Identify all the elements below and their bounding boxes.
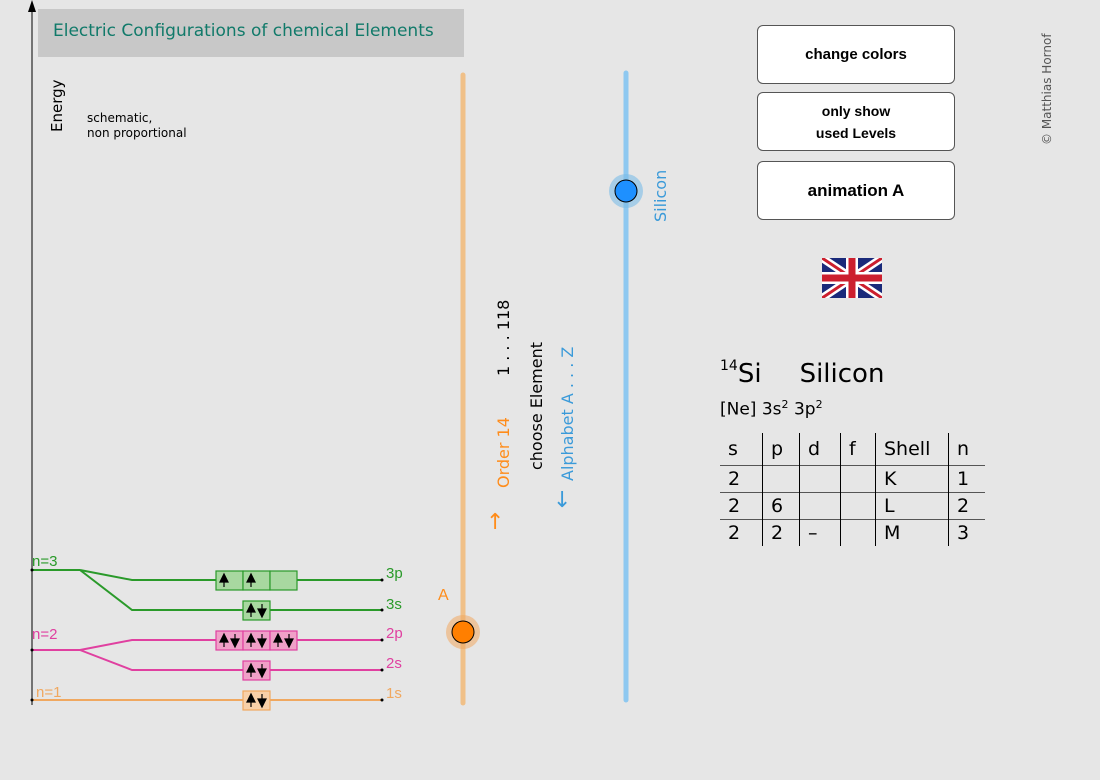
- choose-element-label: choose Element: [527, 341, 546, 470]
- table-row: 2 2 – M 3: [720, 519, 985, 546]
- energy-level-diagram: n=3 3p 3s n=2 2p 2s: [30, 553, 403, 711]
- orbital-1s: [242, 690, 271, 711]
- element-name: Silicon: [799, 359, 885, 389]
- order-slider-handle[interactable]: [446, 615, 480, 649]
- copyright-label: © Matthias Hornof: [1040, 33, 1054, 145]
- subshell-2p-label: 2p: [386, 625, 403, 642]
- alphabet-slider-handle[interactable]: [609, 174, 643, 208]
- only-show-used-levels-button[interactable]: only show used Levels: [757, 92, 955, 151]
- order-range-label: 1 . . . 118: [494, 299, 513, 376]
- orbital-2p: [215, 630, 298, 651]
- change-colors-button[interactable]: change colors: [757, 25, 955, 84]
- subshell-3p-label: 3p: [386, 565, 403, 582]
- n2-label: n=2: [32, 626, 57, 643]
- element-heading: 14Si Silicon: [720, 358, 884, 389]
- n3-label: n=3: [32, 553, 57, 570]
- energy-axis: [28, 0, 36, 705]
- animation-button[interactable]: animation A: [757, 161, 955, 220]
- table-row: 2 K 1: [720, 465, 985, 493]
- order-slider-label: Order 14: [494, 417, 513, 488]
- subshell-3s-label: 3s: [386, 596, 402, 613]
- alphabet-marker-label: Silicon: [651, 169, 670, 222]
- electron-configuration: [Ne] 3s2 3p2: [720, 398, 823, 420]
- alphabet-slider-label: Alphabet A . . . Z: [558, 346, 577, 481]
- table-header-row: s p d f Shell n: [720, 433, 985, 466]
- subshell-2s-label: 2s: [386, 655, 402, 672]
- uk-flag-icon[interactable]: [822, 258, 882, 298]
- level-n2: [32, 639, 382, 671]
- title-bar: Electric Configurations of chemical Elem…: [38, 9, 464, 57]
- schematic-note: schematic, non proportional: [87, 111, 187, 140]
- level-n3: [32, 569, 382, 611]
- element-sliders: A: [438, 70, 643, 706]
- order-marker-label: A: [438, 587, 449, 604]
- shell-table: s p d f Shell n 2 K 1 2 6 L 2 2 2 – M 3: [720, 433, 985, 546]
- orbital-2s: [242, 660, 271, 681]
- orbital-3s: [242, 600, 271, 621]
- alphabet-arrow-icon: ↓: [553, 488, 572, 513]
- n1-label: n=1: [36, 684, 61, 701]
- orbital-3p: [215, 570, 298, 591]
- atomic-number: 14: [720, 358, 738, 374]
- subshell-1s-label: 1s: [386, 685, 402, 702]
- table-row: 2 6 L 2: [720, 492, 985, 520]
- element-symbol: Si: [737, 359, 762, 389]
- order-arrow-icon: ↑: [486, 510, 505, 535]
- page-title: Electric Configurations of chemical Elem…: [53, 21, 434, 41]
